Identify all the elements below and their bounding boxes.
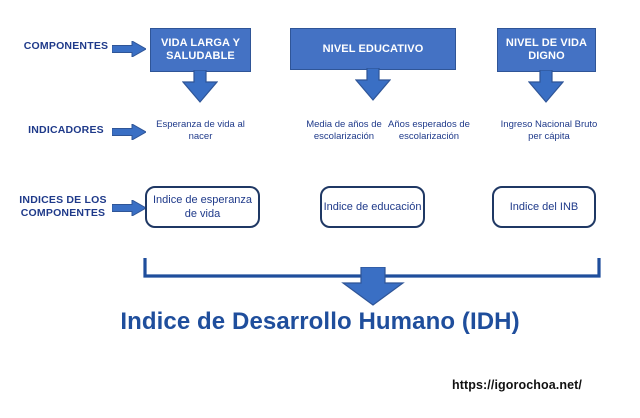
index-box-indice-de-educacion: Indice de educación xyxy=(320,186,425,228)
component-box-nivel-educativo: NIVEL EDUCATIVO xyxy=(290,28,456,70)
component-box-nivel-de-vida-digno-line1: NIVEL DE VIDA xyxy=(505,37,588,49)
row-label-indices-de-los-componentes: INDICES DE LOS COMPONENTES xyxy=(8,194,118,219)
page-title: Indice de Desarrollo Humano (IDH) xyxy=(0,308,640,336)
indicator-ingreso-line1: Ingreso Nacional xyxy=(500,119,572,130)
index-box-indice-del-inb: Indice del INB xyxy=(492,186,596,228)
row-label-indicadores: INDICADORES xyxy=(14,124,118,137)
page-title-text: Indice de Desarrollo Humano (IDH) xyxy=(120,308,520,335)
index-box-educacion-line2: educación xyxy=(371,201,422,213)
down-arrow-nivel-educativo-icon xyxy=(354,67,392,102)
indicator-anos-esperados-line2: de escolarización xyxy=(398,119,470,142)
indicator-esperanza-de-vida-al-nacer: Esperanza de vida al nacer xyxy=(148,119,253,143)
index-box-indice-de-esperanza-de-vida: Indice de esperanza de vida xyxy=(145,186,260,228)
indicator-media-line1: Media de años xyxy=(306,119,369,130)
indicator-anos-esperados-line1: Años esperados xyxy=(388,119,457,130)
watermark: https://igorochoa.net/ xyxy=(452,378,582,392)
indicator-ingreso-line2: Bruto per cápita xyxy=(528,119,598,142)
down-arrow-nivel-de-vida-icon xyxy=(527,69,565,104)
index-box-inb-line1: Indice del INB xyxy=(509,201,579,213)
component-box-vida-larga-y-saludable-line2: SALUDABLE xyxy=(166,50,235,62)
indicator-anos-esperados-de-escolarizacion: Años esperados de escolarización xyxy=(375,119,483,143)
indicator-media-line2: de escolarización xyxy=(313,119,382,142)
indicator-media-de-anos-de-escolarizacion: Media de años de escolarización xyxy=(290,119,398,143)
row-label-indices-line2: COMPONENTES xyxy=(20,206,106,219)
row-label-componentes: COMPONENTES xyxy=(14,40,118,53)
index-box-esperanza-line1: Indice de xyxy=(152,194,198,206)
index-box-educacion-line1: Indice de xyxy=(323,201,369,213)
indicator-esperanza-line1: Esperanza de vida xyxy=(156,119,235,130)
component-box-nivel-de-vida-digno: NIVEL DE VIDA DIGNO xyxy=(497,28,596,72)
row-label-indices-line1: INDICES DE LOS xyxy=(19,194,107,206)
component-box-nivel-educativo-line1: NIVEL EDUCATIVO xyxy=(322,42,424,55)
big-down-arrow-icon xyxy=(341,266,405,307)
watermark-text: https://igorochoa.net/ xyxy=(452,378,582,392)
label-arrow-indices-icon xyxy=(111,199,148,217)
row-label-componentes-text: COMPONENTES xyxy=(23,40,109,52)
label-arrow-indicadores-icon xyxy=(111,123,148,141)
row-label-indicadores-text: INDICADORES xyxy=(28,124,104,136)
down-arrow-vida-larga-icon xyxy=(181,69,219,104)
component-box-nivel-de-vida-digno-line2: DIGNO xyxy=(528,50,565,62)
indicator-ingreso-nacional-bruto-per-capita: Ingreso Nacional Bruto per cápita xyxy=(495,119,603,143)
indicator-esperanza-line2: al nacer xyxy=(188,119,245,142)
component-box-vida-larga-y-saludable-line1: VIDA LARGA Y xyxy=(160,37,241,49)
label-arrow-componentes-icon xyxy=(111,40,148,58)
component-box-vida-larga-y-saludable: VIDA LARGA Y SALUDABLE xyxy=(150,28,251,72)
index-box-esperanza-line2: esperanza de vida xyxy=(184,194,253,220)
